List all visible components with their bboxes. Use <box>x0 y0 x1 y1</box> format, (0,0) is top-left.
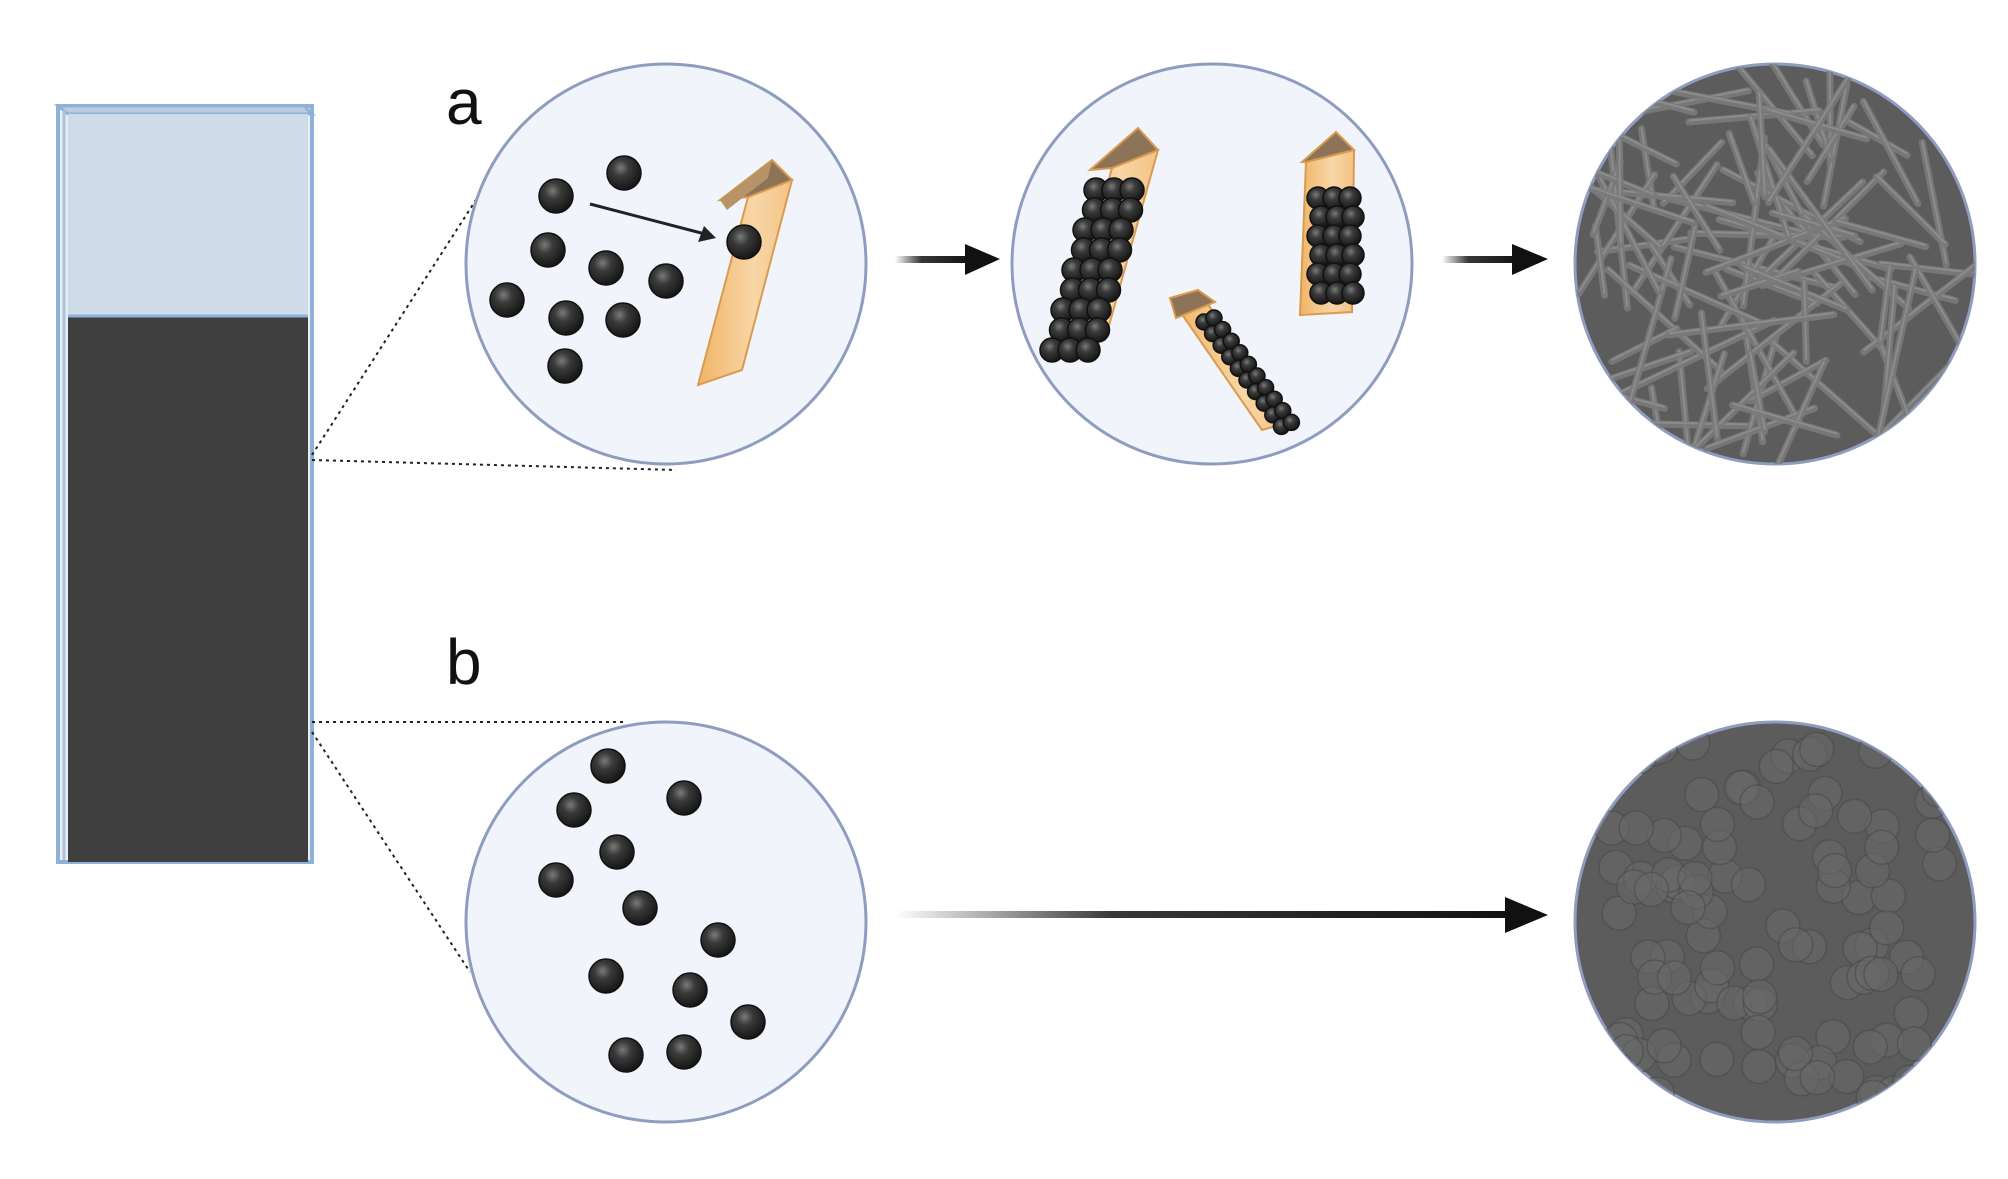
nanoparticle <box>649 264 683 298</box>
nanoparticle <box>607 156 641 190</box>
aggregated-sphere <box>1897 1027 1931 1061</box>
nanoparticle <box>667 1035 701 1069</box>
aggregated-sphere <box>1599 1051 1633 1085</box>
aggregated-sphere <box>1853 1030 1887 1064</box>
aggregated-sphere <box>1901 957 1935 991</box>
nanoparticle <box>606 303 640 337</box>
aggregated-sphere <box>1609 1035 1643 1069</box>
aggregated-sphere <box>1597 732 1631 766</box>
nanoparticle <box>600 835 634 869</box>
sample-vial-icon <box>58 106 312 862</box>
aggregated-sphere <box>1837 799 1871 833</box>
right-arrow-icon <box>895 244 1000 275</box>
panel-a-step1-circle <box>466 64 866 464</box>
vial-headspace <box>68 114 308 316</box>
right-arrow-icon <box>895 897 1548 933</box>
nanoparticle <box>531 233 565 267</box>
aggregated-sphere <box>1759 749 1793 783</box>
nanoparticle <box>667 781 701 815</box>
aggregated-sphere <box>1640 1077 1674 1111</box>
nanoparticle <box>557 793 591 827</box>
aggregated-sphere <box>1800 732 1834 766</box>
vial-liquid <box>68 316 308 862</box>
aggregated-sphere <box>1678 862 1712 896</box>
panel-a-step2-circle <box>1012 64 1412 464</box>
panel-b-step1-circle <box>466 722 866 1122</box>
aggregated-sphere <box>1634 873 1668 907</box>
aggregated-sphere <box>1890 723 1924 757</box>
nanoparticle <box>731 1005 765 1039</box>
aggregated-sphere <box>1644 729 1678 763</box>
aggregated-sphere <box>1779 928 1813 962</box>
aggregated-sphere <box>1864 957 1898 991</box>
aggregated-sphere <box>1700 807 1734 841</box>
aggregated-sphere <box>1610 1069 1644 1103</box>
aggregated-sphere <box>1619 1077 1653 1111</box>
nanoparticle <box>701 923 735 957</box>
panel-a-result-circle <box>1556 47 1992 510</box>
panel-b-result-circle <box>1575 722 1975 1122</box>
aggregated-sphere <box>1700 1042 1734 1076</box>
aggregated-sphere <box>1799 794 1833 828</box>
aggregated-sphere <box>1916 818 1950 852</box>
nanoparticle <box>490 283 524 317</box>
aggregated-sphere <box>1700 951 1734 985</box>
aggregated-sphere <box>1658 961 1692 995</box>
nanoparticle <box>673 973 707 1007</box>
aggregated-sphere <box>1619 811 1653 845</box>
nanoparticle <box>589 959 623 993</box>
aggregated-sphere <box>1818 854 1852 888</box>
nanoparticle <box>591 749 625 783</box>
nanoparticle <box>539 863 573 897</box>
aggregated-sphere <box>1743 980 1777 1014</box>
nanoparticle <box>589 251 623 285</box>
aggregated-sphere <box>1740 947 1774 981</box>
aggregated-sphere <box>1742 1049 1776 1083</box>
aggregated-sphere <box>1676 726 1710 760</box>
aggregated-sphere <box>1859 734 1893 768</box>
aggregated-sphere <box>1740 785 1774 819</box>
nanoparticle <box>1076 338 1100 362</box>
panel-label-a: a <box>446 70 482 134</box>
nanorod-highlight <box>1619 114 1620 243</box>
aggregated-sphere <box>1671 891 1705 925</box>
nanoparticle <box>609 1038 643 1072</box>
aggregated-sphere <box>1800 1061 1834 1095</box>
nanoparticle <box>1342 282 1364 304</box>
aggregated-sphere <box>1870 911 1904 945</box>
nanoparticle <box>539 179 573 213</box>
nanoparticle <box>1283 414 1299 430</box>
aggregated-sphere <box>1647 1029 1681 1063</box>
aggregated-sphere <box>1685 778 1719 812</box>
panel-label-b: b <box>446 630 482 694</box>
aggregated-sphere <box>1610 726 1644 760</box>
nanoparticle <box>623 891 657 925</box>
aggregated-sphere <box>1741 1015 1775 1049</box>
nanoparticle <box>548 349 582 383</box>
nanoparticle <box>549 301 583 335</box>
nanoparticle <box>727 225 761 259</box>
aggregated-sphere <box>1865 830 1899 864</box>
right-arrow-icon <box>1442 244 1548 275</box>
aggregated-sphere <box>1588 745 1622 779</box>
aggregated-sphere <box>1731 868 1765 902</box>
aggregated-sphere <box>1622 739 1656 773</box>
aggregated-sphere <box>1894 997 1928 1031</box>
